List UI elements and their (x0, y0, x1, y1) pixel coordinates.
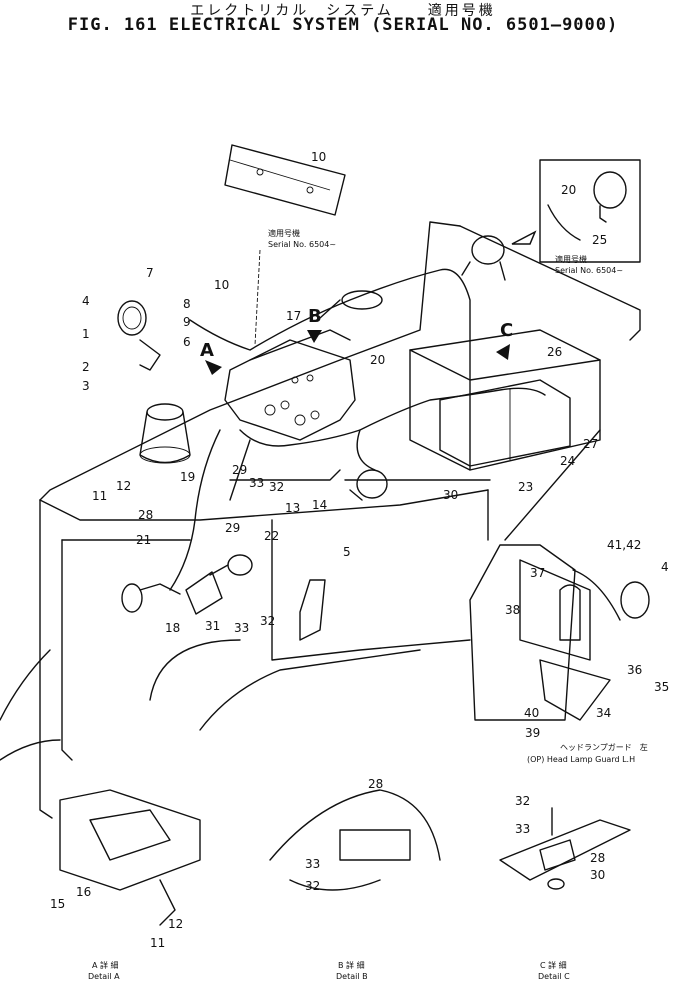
detail-c-callout-32: 32 (515, 794, 530, 808)
callout-28: 28 (138, 508, 153, 522)
callout-30: 30 (443, 488, 458, 502)
work-lamp-top (461, 235, 506, 281)
detail-b-en: Detail B (336, 972, 368, 981)
callout-35: 35 (654, 680, 669, 694)
detail-a-callout-16: 16 (76, 885, 91, 899)
callout-32-lower: 32 (260, 614, 275, 628)
figure-title: FIG. 161 ELECTRICAL SYSTEM (SERIAL NO. 6… (67, 15, 619, 35)
detail-b-drawing (269, 789, 441, 891)
detail-c-jp: C 詳 細 (540, 960, 567, 970)
callout-26: 26 (547, 345, 562, 359)
callout-9: 9 (183, 315, 191, 329)
callout-22: 22 (264, 529, 279, 543)
detail-c-callout-33: 33 (515, 822, 530, 836)
callout-11: 11 (92, 489, 107, 503)
horn-assembly (139, 403, 191, 464)
callout-4-right: 4 (661, 560, 669, 574)
detail-b-callout-28: 28 (368, 777, 383, 791)
callout-8: 8 (183, 297, 191, 311)
callout-41-42: 41,42 (607, 538, 641, 552)
view-label-c: C (500, 320, 513, 341)
detail-b-callout-33: 33 (305, 857, 320, 871)
callout-20-inset: 20 (561, 183, 576, 197)
view-label-b: B (308, 306, 322, 327)
callout-29-upper: 29 (232, 463, 247, 477)
serial-note-left-jp: 適用号機 (268, 228, 300, 238)
serial-note-right-en: Serial No. 6504~ (555, 266, 623, 275)
callout-3: 3 (82, 379, 90, 393)
callout-40: 40 (524, 706, 539, 720)
callout-27: 27 (583, 437, 598, 451)
cylinder-22 (209, 554, 253, 576)
detail-c-drawing (499, 807, 631, 890)
detail-c-callout-28: 28 (590, 851, 605, 865)
detail-a-drawing (59, 789, 201, 926)
detail-a-en: Detail A (88, 972, 120, 981)
box-31 (185, 571, 223, 615)
callout-6: 6 (183, 335, 191, 349)
detail-b-jp: B 詳 細 (338, 960, 365, 970)
callout-24: 24 (560, 454, 575, 468)
wiring-harness (169, 249, 546, 591)
callout-32-upper: 32 (269, 480, 284, 494)
work-lamp-inset (539, 159, 641, 263)
instrument-panel (224, 329, 356, 441)
callout-13: 13 (285, 501, 300, 515)
callout-10: 10 (214, 278, 229, 292)
detail-c-en: Detail C (538, 972, 570, 981)
callout-33-lower: 33 (234, 621, 249, 635)
callout-23: 23 (518, 480, 533, 494)
callout-19: 19 (180, 470, 195, 484)
detail-a-callout-15: 15 (50, 897, 65, 911)
head-lamp-guard-jp: ヘッドランプガード 左 (560, 742, 648, 752)
head-lamp-guard-detail (469, 544, 650, 721)
callout-36: 36 (627, 663, 642, 677)
detail-b-callout-32: 32 (305, 879, 320, 893)
head-lamp-guard-en: (OP) Head Lamp Guard L.H (527, 755, 635, 764)
callout-33-upper: 33 (249, 476, 264, 490)
callout-4: 4 (82, 294, 90, 308)
serial-note-right-jp: 適用号機 (555, 254, 587, 264)
view-arrows (205, 230, 537, 375)
callout-37: 37 (530, 566, 545, 580)
callout-7: 7 (146, 266, 154, 280)
callout-38: 38 (505, 603, 520, 617)
callout-29-lower: 29 (225, 521, 240, 535)
detail-a-callout-11: 11 (150, 936, 165, 950)
callout-12: 12 (116, 479, 131, 493)
callout-2: 2 (82, 360, 90, 374)
detail-c-callout-30: 30 (590, 868, 605, 882)
callout-34: 34 (596, 706, 611, 720)
machine-body-outline (0, 221, 641, 819)
inset-bracket-10 (224, 144, 346, 216)
callout-18: 18 (165, 621, 180, 635)
horn-30 (349, 469, 388, 501)
relay-lamp-b (319, 290, 383, 319)
callout-5: 5 (343, 545, 351, 559)
callout-31: 31 (205, 619, 220, 633)
work-lamp-left (117, 300, 161, 371)
callout-10-inset: 10 (311, 150, 326, 164)
serial-note-left-en: Serial No. 6504~ (268, 240, 336, 249)
callout-17: 17 (286, 309, 301, 323)
detail-a-callout-12: 12 (168, 917, 183, 931)
callout-21: 21 (136, 533, 151, 547)
rear-lamp (121, 583, 181, 613)
view-label-a: A (200, 340, 214, 361)
callout-20: 20 (370, 353, 385, 367)
callout-39: 39 (525, 726, 540, 740)
callout-14: 14 (312, 498, 327, 512)
callout-numbers: 10 20 25 7 10 4 8 9 17 1 6 26 20 2 3 27 … (50, 150, 669, 950)
callout-25: 25 (592, 233, 607, 247)
callout-1: 1 (82, 327, 90, 341)
detail-a-jp: A 詳 細 (92, 960, 119, 970)
title-japanese: エレクトリカル システム 適用号機 (190, 3, 496, 19)
